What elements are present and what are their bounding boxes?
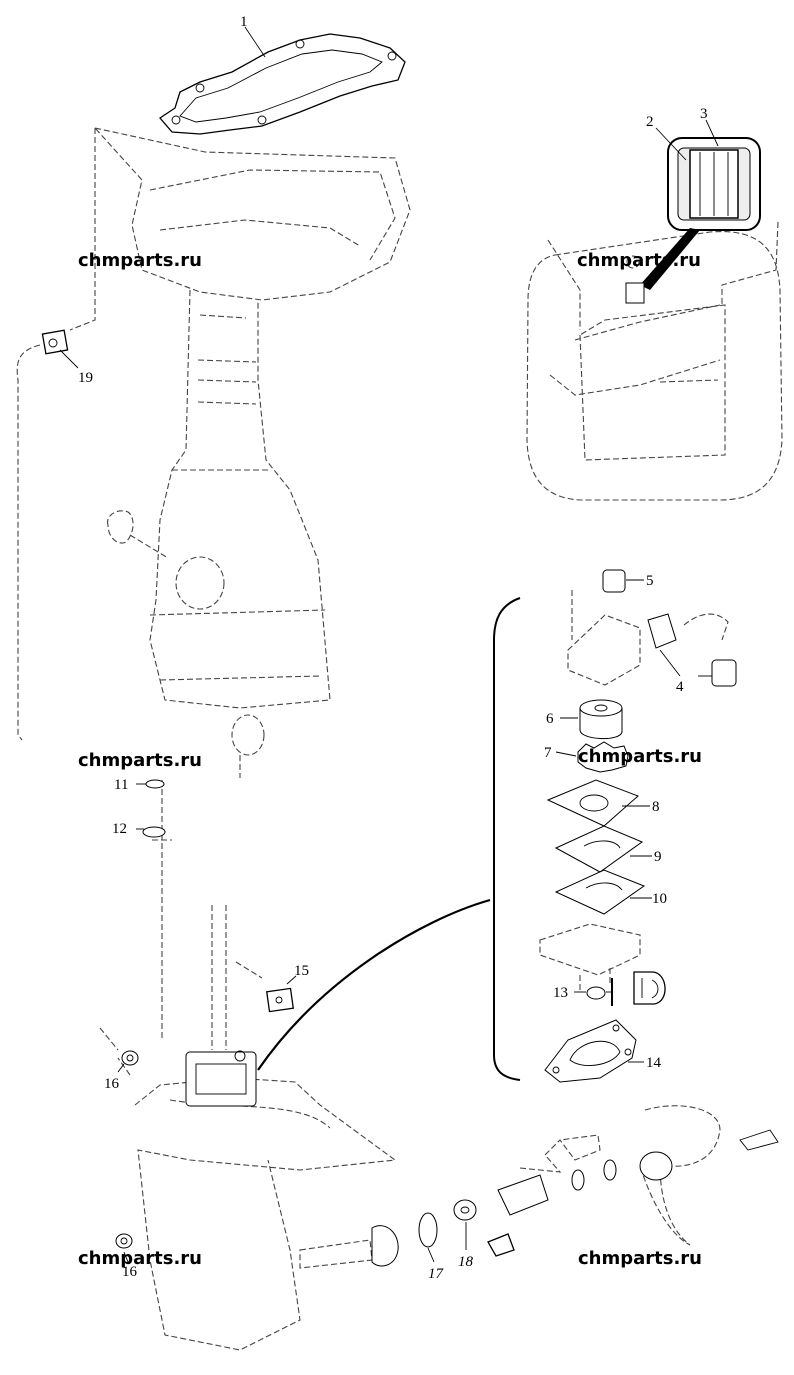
part-15-block (235, 961, 295, 1013)
callout-16-lower: 16 (122, 1264, 138, 1280)
callout-9: 9 (654, 849, 662, 865)
part-6-insert (579, 699, 623, 739)
part-11-oring (145, 779, 165, 789)
callout-10: 10 (652, 891, 667, 907)
callout-16-upper: 16 (104, 1076, 120, 1092)
watermarks: chmparts.ru chmparts.ru chmparts.ru chmp… (78, 250, 702, 1269)
callout-5: 5 (646, 573, 654, 589)
callout-13: 13 (553, 985, 568, 1001)
callout-17: 17 (428, 1266, 445, 1282)
callout-4: 4 (676, 679, 684, 695)
part-9-plate (554, 825, 644, 873)
watermark: chmparts.ru (78, 750, 202, 771)
callout-18: 18 (458, 1254, 474, 1270)
part-8-gasket (546, 779, 639, 827)
part-19-clip (41, 329, 69, 355)
callout-1: 1 (240, 14, 248, 30)
part-13-seal (586, 971, 666, 1006)
watermark: chmparts.ru (578, 1248, 702, 1269)
detail-link-curve (257, 898, 491, 1071)
callout-12: 12 (112, 821, 127, 837)
part-16-washer-upper (121, 1050, 139, 1066)
drive-shaft-housing (69, 127, 411, 709)
watermark: chmparts.ru (578, 746, 702, 767)
callout-labels: 1 2 3 4 5 6 7 8 9 10 11 12 13 14 15 16 1… (78, 14, 708, 1282)
callout-15: 15 (294, 963, 309, 979)
callout-7: 7 (544, 745, 552, 761)
callout-11: 11 (114, 777, 128, 793)
part-16-washer-lower (115, 1233, 133, 1249)
watermark: chmparts.ru (78, 250, 202, 271)
part-14-plate (544, 1019, 637, 1083)
part-17-oring (418, 1212, 438, 1248)
callout-3: 3 (700, 106, 708, 122)
water-hose (16, 344, 41, 741)
part-1-gasket (159, 33, 406, 135)
pump-base (539, 923, 641, 990)
callout-19: 19 (78, 370, 93, 386)
inset-bushing-detail (526, 137, 783, 501)
part-12-oring (142, 826, 166, 838)
watermark: chmparts.ru (577, 250, 701, 271)
callout-2: 2 (646, 114, 654, 130)
grommet-part (107, 510, 169, 559)
part-10-gasket (554, 869, 646, 915)
part-18-bushing (453, 1199, 477, 1221)
pump-housing (567, 569, 737, 687)
callout-14: 14 (646, 1055, 662, 1071)
propeller-shaft-parts (299, 1105, 779, 1269)
callout-8: 8 (652, 799, 660, 815)
callout-6: 6 (546, 711, 554, 727)
gear-housing (99, 714, 397, 1351)
detail-bracket (493, 597, 521, 1081)
watermark: chmparts.ru (78, 1248, 202, 1269)
part-7-impeller (577, 741, 629, 773)
